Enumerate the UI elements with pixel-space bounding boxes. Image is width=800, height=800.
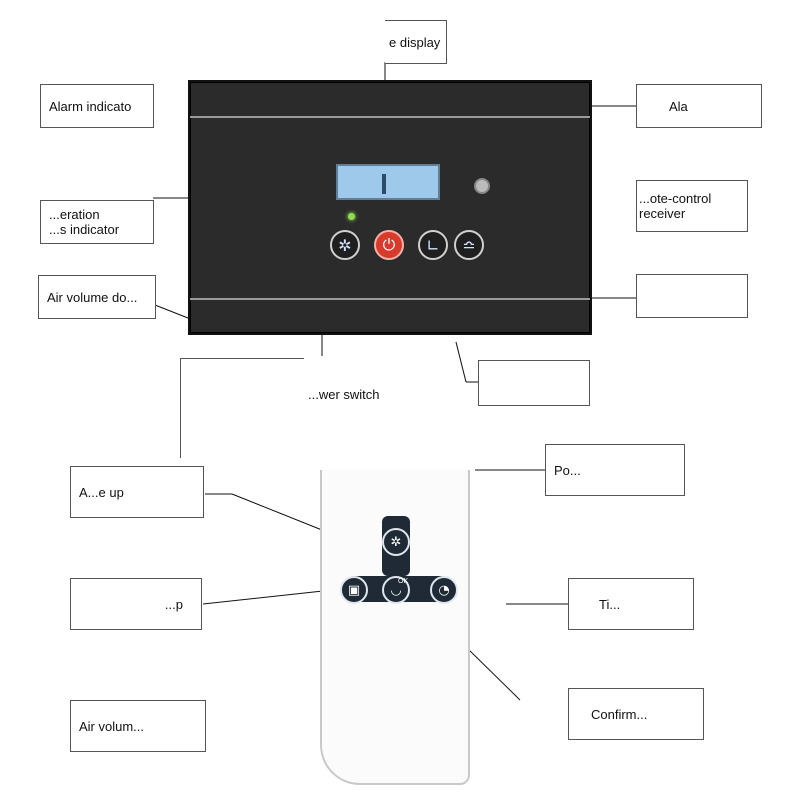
remote-lock-button[interactable]: ▣ [340, 576, 368, 604]
label-right-blank [636, 274, 748, 318]
lcd-display [336, 164, 440, 200]
operation-status-led [348, 213, 355, 220]
label-operation-status-indicator: ...eration ...s indicator [40, 200, 154, 244]
label-power-switch: ...wer switch [304, 372, 440, 416]
label-remote-control-receiver: ...ote-control receiver [636, 180, 748, 232]
label-air-volume: Air volum... [70, 700, 206, 752]
panel-top-rail [190, 116, 590, 118]
lock-icon: ▣ [347, 582, 361, 598]
label-air-volume-down: Air volume do... [38, 275, 156, 319]
fan-icon: ✲ [390, 534, 402, 550]
fan-button[interactable]: ✲ [330, 230, 360, 260]
power-button[interactable]: ⏻ [374, 230, 404, 260]
label-alarm-indicator: Alarm indicato [40, 84, 154, 128]
wave-button[interactable]: ≏ [454, 230, 484, 260]
timer-icon: ◔ [438, 582, 450, 598]
remote-fan-button[interactable]: ✲ [382, 528, 410, 556]
timer-icon: ∟ [426, 235, 440, 255]
fan-icon: ✲ [338, 235, 352, 255]
remote-control: ✲ ▣ ◡ ◔ OK [320, 470, 470, 785]
label-air-volume-up: A...e up [70, 466, 204, 518]
lcd-segment [382, 174, 386, 194]
label-alarm: Ala [636, 84, 762, 128]
remote-control-receiver-window [474, 178, 490, 194]
control-panel: ✲ ⏻ ∟ ≏ [188, 80, 592, 335]
label-timer: Ti... [568, 578, 694, 630]
label-center-right-blank [478, 360, 590, 406]
label-lock: ...p [70, 578, 202, 630]
confirm-icon: ◡ [390, 582, 402, 598]
panel-bottom-rail [190, 298, 590, 300]
wave-icon: ≏ [462, 235, 476, 255]
label-display: e display [385, 20, 447, 64]
power-icon: ⏻ [382, 235, 396, 254]
label-confirm: Confirm... [568, 688, 704, 740]
remote-confirm-button[interactable]: ◡ [382, 576, 410, 604]
label-center-left-blank [180, 358, 304, 458]
remote-timer-button[interactable]: ◔ [430, 576, 458, 604]
timer-button[interactable]: ∟ [418, 230, 448, 260]
remote-ok-label: OK [398, 578, 409, 585]
label-power: Po... [545, 444, 685, 496]
